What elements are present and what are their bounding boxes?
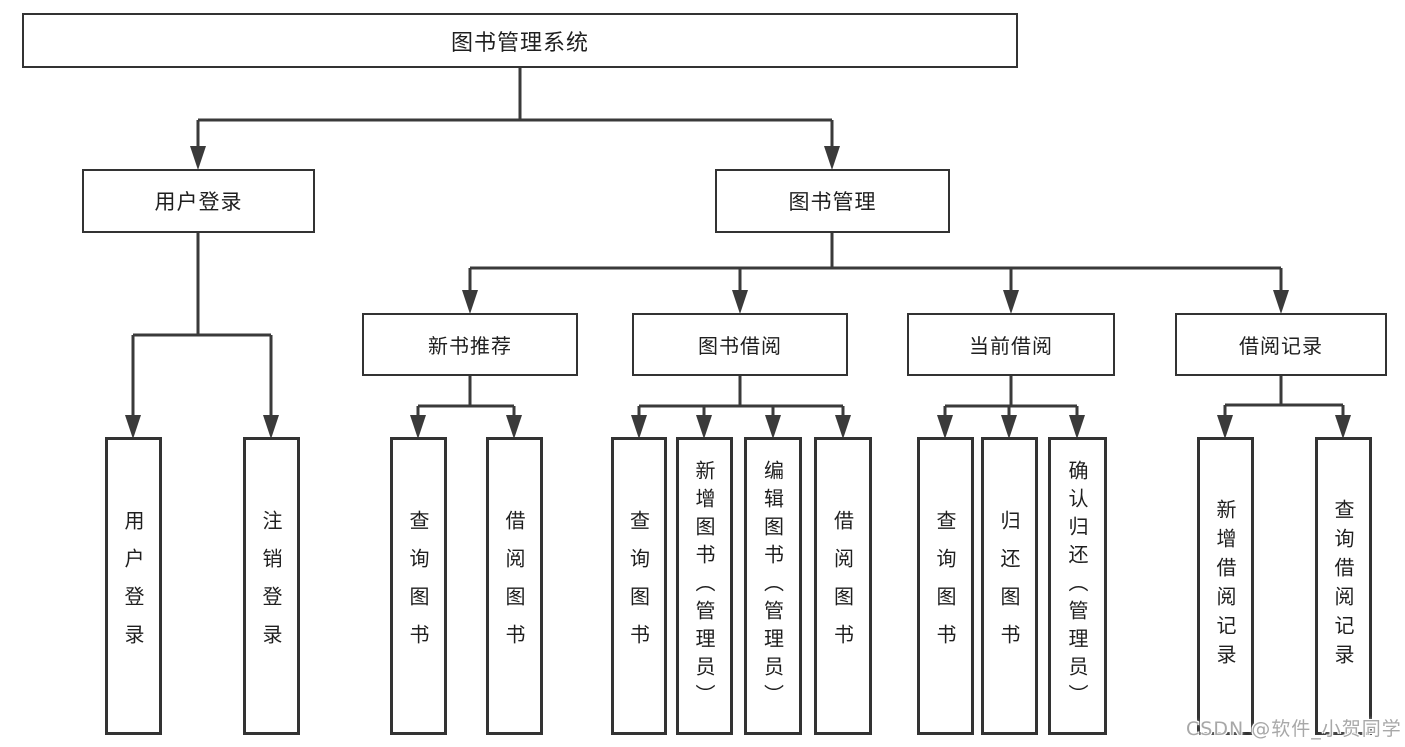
node-book-management: 图书管理 xyxy=(715,169,950,233)
leaf-confirm-return-admin: 确认归还（管理员） xyxy=(1048,437,1107,735)
leaf-confirm-return-admin-label: 确认归还（管理员） xyxy=(1065,460,1089,712)
leaf-query-books-recommend: 查询图书 xyxy=(390,437,447,735)
leaf-add-books-admin: 新增图书（管理员） xyxy=(676,437,733,735)
node-user-login: 用户登录 xyxy=(82,169,315,233)
leaf-edit-books-admin-label: 编辑图书（管理员） xyxy=(760,460,785,712)
leaf-query-books-borrow: 查询图书 xyxy=(611,437,667,735)
leaf-edit-books-admin: 编辑图书（管理员） xyxy=(744,437,802,735)
leaf-add-borrow-record-label: 新增借阅记录 xyxy=(1213,499,1237,673)
leaf-borrow-books: 借阅图书 xyxy=(814,437,872,735)
leaf-return-books-label: 归还图书 xyxy=(997,510,1021,662)
watermark: CSDN @软件_小贺同学 xyxy=(1186,718,1402,740)
leaf-logout-label: 注销登录 xyxy=(259,510,283,662)
leaf-borrow-books-recommend: 借阅图书 xyxy=(486,437,543,735)
leaf-query-books-recommend-label: 查询图书 xyxy=(406,510,430,662)
leaf-user-login: 用户登录 xyxy=(105,437,162,735)
leaf-query-borrow-record-label: 查询借阅记录 xyxy=(1331,499,1355,673)
leaf-query-books-borrow-label: 查询图书 xyxy=(626,510,651,662)
leaf-query-books-current: 查询图书 xyxy=(917,437,974,735)
leaf-add-borrow-record: 新增借阅记录 xyxy=(1197,437,1254,735)
node-current-borrowing: 当前借阅 xyxy=(907,313,1115,376)
node-borrowing-records: 借阅记录 xyxy=(1175,313,1387,376)
leaf-query-books-current-label: 查询图书 xyxy=(933,510,957,662)
node-new-book-recommendation: 新书推荐 xyxy=(362,313,578,376)
leaf-borrow-books-recommend-label: 借阅图书 xyxy=(502,510,526,662)
leaf-return-books: 归还图书 xyxy=(981,437,1038,735)
leaf-add-books-admin-label: 新增图书（管理员） xyxy=(692,460,716,712)
leaf-logout: 注销登录 xyxy=(243,437,300,735)
node-library-management-system: 图书管理系统 xyxy=(22,13,1018,68)
leaf-borrow-books-label: 借阅图书 xyxy=(830,510,855,662)
leaf-user-login-label: 用户登录 xyxy=(121,510,145,662)
leaf-query-borrow-record: 查询借阅记录 xyxy=(1315,437,1372,735)
node-book-borrowing: 图书借阅 xyxy=(632,313,848,376)
